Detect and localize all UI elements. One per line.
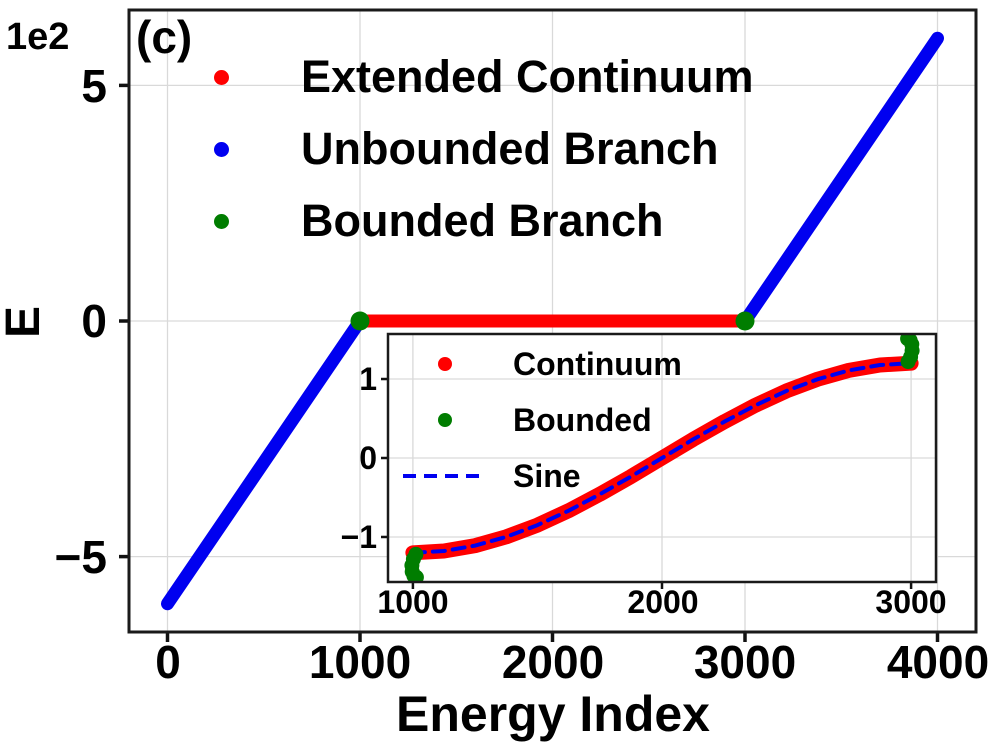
inset-xtick-label-0: 1000 — [377, 584, 449, 620]
legend-label: Bounded — [513, 401, 652, 438]
y-axis-offset-label: 1e2 — [6, 16, 70, 58]
panel-label: (c) — [136, 11, 193, 63]
main-series — [161, 31, 944, 611]
main-xtick-label-2: 2000 — [501, 636, 605, 688]
main-axes-border — [127, 8, 978, 634]
marker-cell — [403, 413, 487, 427]
inset-ytick-label-2: −1 — [340, 519, 377, 555]
inset-axes-border — [386, 332, 938, 584]
inset-ytick-label-1: 0 — [359, 440, 377, 476]
legend-item-bounded-branch: Bounded Branch — [214, 185, 753, 257]
legend-label: Unbounded Branch — [301, 123, 719, 174]
main-ytick-label-1: 0 — [81, 295, 107, 347]
inset-xtick-label-2: 3000 — [875, 584, 947, 620]
legend-item-continuum: Continuum — [403, 336, 682, 392]
main-legend: Extended Continuum Unbounded Branch Boun… — [214, 41, 753, 257]
red-dot-marker — [438, 357, 452, 371]
main-tick-marks — [119, 83, 940, 642]
blue-dashed-line-marker — [403, 474, 487, 478]
legend-label: Sine — [513, 457, 581, 494]
unbounded-branch-curve — [738, 31, 944, 328]
unbounded-branch-curve — [161, 314, 367, 611]
sine-curve — [410, 361, 914, 555]
legend-label: Extended Continuum — [301, 51, 754, 102]
main-ytick-label-0: 5 — [81, 60, 107, 112]
legend-item-unbounded-branch: Unbounded Branch — [214, 113, 753, 185]
inset-xtick-label-1: 2000 — [627, 584, 699, 620]
legend-label: Bounded Branch — [301, 195, 664, 246]
inset-legend: Continuum Bounded Sine — [403, 336, 682, 504]
bounded-branch-dot — [735, 311, 755, 331]
bounded-dot — [408, 569, 424, 582]
green-dot-marker — [438, 413, 452, 427]
inset-ytick-label-0: 1 — [359, 361, 377, 397]
main-xtick-label-1: 1000 — [308, 636, 412, 688]
legend-item-sine: Sine — [403, 448, 682, 504]
legend-item-extended-continuum: Extended Continuum — [214, 41, 753, 113]
legend-label: Continuum — [513, 345, 682, 382]
inset-series — [404, 334, 920, 582]
blue-dot-marker — [214, 141, 229, 157]
bounded-branch-dot — [350, 311, 370, 331]
main-xtick-label-0: 0 — [155, 636, 181, 688]
bounded-dot — [900, 334, 916, 347]
x-axis-label: Energy Index — [396, 686, 710, 742]
legend-item-bounded: Bounded — [403, 392, 682, 448]
red-dot-marker — [214, 69, 229, 85]
main-ytick-label-2: −5 — [54, 531, 107, 583]
main-xtick-label-4: 4000 — [886, 636, 990, 688]
marker-cell — [403, 357, 487, 371]
main-xtick-label-3: 3000 — [693, 636, 797, 688]
green-dot-marker — [214, 213, 229, 229]
